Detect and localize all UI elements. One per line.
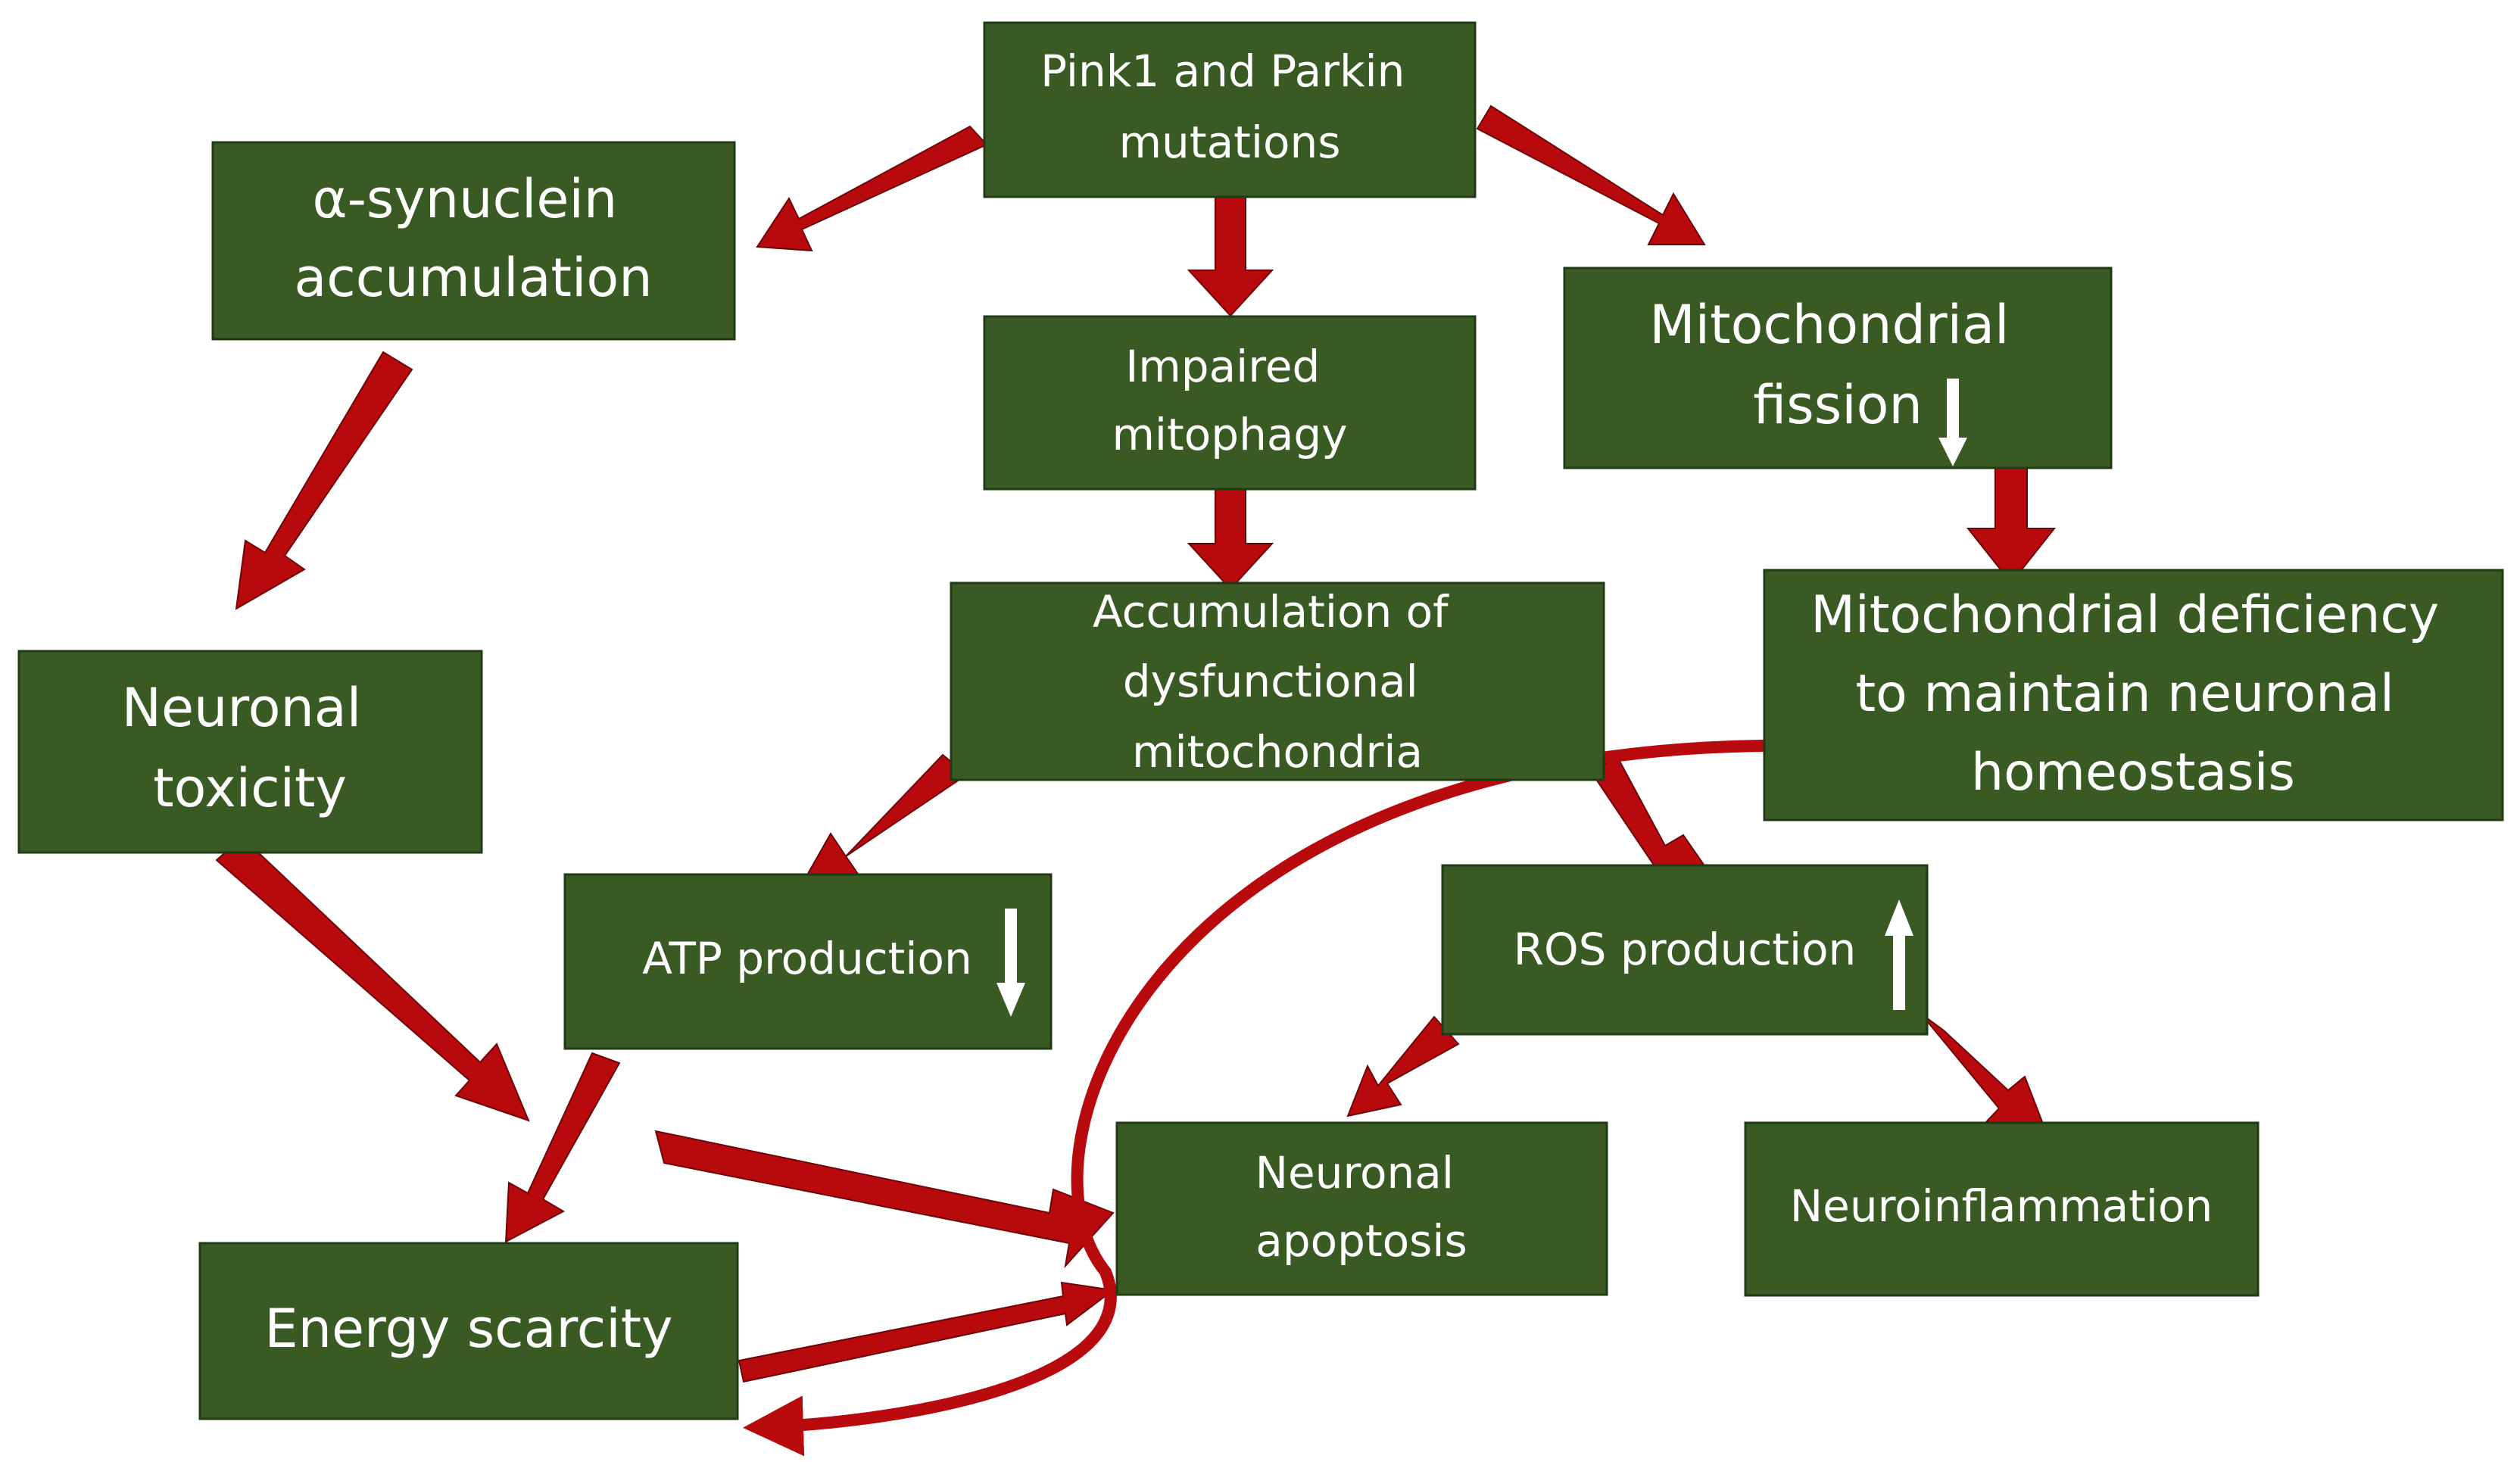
arrow-pink1-to-impaired (1187, 181, 1274, 317)
label-energy: Energy scarcity (264, 1298, 672, 1360)
label-deficiency: Mitochondrial deficiency to maintain neu… (1810, 585, 2456, 803)
ros-up-arrow-icon (1885, 899, 1913, 1010)
box-inflammation (1744, 1121, 2260, 1297)
indicators (996, 379, 1967, 1017)
label-apoptosis: Neuronal apoptosis (1255, 1147, 1468, 1267)
arrow-energy-to-apoptosis (738, 1281, 1115, 1383)
label-impaired: Impaired mitophagy (1112, 341, 1347, 460)
boxes (17, 21, 2504, 1420)
labels: Pink1 and Parkin mutations α-synuclein a… (122, 45, 2456, 1360)
arrow-pink1-to-fission (1476, 104, 1706, 245)
label-atp: ATP production (642, 933, 972, 984)
box-impaired (983, 315, 1477, 491)
atp-down-arrow-icon (996, 909, 1025, 1017)
box-accumulation (950, 581, 1605, 781)
box-apoptosis (1115, 1121, 1608, 1296)
arrow-impaired-to-accumulation (1187, 484, 1274, 591)
label-fission: Mitochondrial fission (1649, 294, 2026, 436)
label-pink1: Pink1 and Parkin mutations (1040, 45, 1419, 168)
arrows (215, 104, 2057, 1457)
arrow-ros-to-inflammation (1920, 1013, 2051, 1141)
box-fission (1563, 267, 2113, 469)
box-toxicity (17, 650, 483, 854)
box-synuclein (211, 141, 736, 341)
arrow-atp-to-energy (504, 1052, 621, 1243)
box-pink1 (983, 21, 1477, 198)
box-energy (198, 1242, 739, 1420)
box-ros (1441, 864, 1929, 1036)
arrow-toxicity-to-energy (215, 836, 530, 1122)
label-toxicity: Neuronal toxicity (122, 677, 379, 819)
label-ros: ROS production (1514, 924, 1857, 975)
label-accumulation: Accumulation of dysfunctional mitochondr… (1093, 586, 1462, 778)
arrow-ros-to-apoptosis (1346, 1015, 1460, 1118)
arrow-synuclein-to-toxicity (235, 351, 413, 610)
label-inflammation: Neuroinflammation (1790, 1180, 2213, 1232)
box-atp (563, 873, 1053, 1050)
fission-down-arrow-icon (1938, 379, 1967, 466)
arrow-accumulation-to-atp (800, 753, 968, 886)
box-deficiency (1763, 569, 2504, 821)
curved-arrow-deficiency-to-energy (743, 740, 1770, 1457)
arrow-pink1-to-synuclein (756, 125, 988, 252)
label-synuclein: α-synuclein accumulation (294, 168, 652, 309)
